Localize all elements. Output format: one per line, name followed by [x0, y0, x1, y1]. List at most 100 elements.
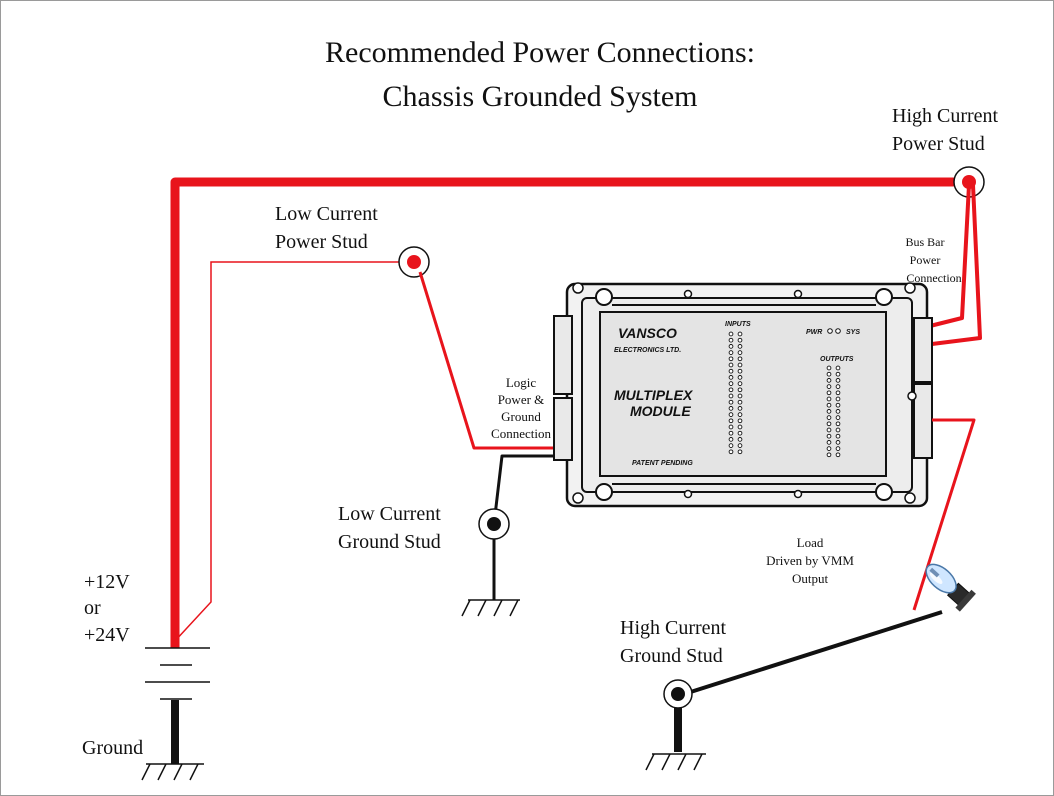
multiplex-module: VANSCO ELECTRONICS LTD. MULTIPLEX MODULE… — [553, 282, 933, 508]
low-current-ground-stud-label-2: Ground Stud — [338, 531, 441, 553]
input-pin — [728, 368, 734, 374]
input-pin — [728, 350, 734, 355]
input-pin — [728, 375, 734, 380]
input-pin — [737, 356, 743, 362]
output-pin — [835, 409, 841, 414]
bus-bar-wires — [929, 184, 982, 346]
load-ground-wire — [677, 610, 943, 698]
sys-led — [835, 328, 841, 334]
high-current-power-stud-label-2: Power Stud — [892, 133, 985, 155]
input-pin — [737, 337, 743, 343]
output-pin — [826, 396, 832, 402]
input-pin — [728, 449, 734, 455]
low-current-power-stud-label-1: Low Current — [275, 203, 378, 225]
battery-symbol — [145, 647, 210, 700]
input-pin — [737, 350, 743, 355]
battery-label-1: +12V — [84, 571, 130, 593]
battery-label-3: +24V — [84, 624, 130, 646]
logic-label-2: Power & — [498, 392, 545, 407]
output-pin — [835, 402, 841, 408]
input-pin — [737, 424, 743, 430]
input-pin-grid — [728, 331, 743, 455]
output-pin — [835, 365, 841, 371]
input-pin — [737, 406, 743, 411]
module-pwr-label: PWR — [806, 329, 822, 336]
output-pin — [826, 384, 832, 389]
low-current-ground-symbol — [461, 599, 520, 617]
input-pin — [728, 387, 734, 393]
module-brand: VANSCO — [618, 325, 677, 341]
high-current-ground-stud — [663, 679, 693, 752]
module-brand-sub: ELECTRONICS LTD. — [614, 347, 681, 354]
input-pin — [728, 418, 734, 424]
output-pin — [826, 402, 832, 408]
load-label-3: Output — [792, 571, 829, 586]
output-pin — [826, 365, 832, 371]
input-pin — [728, 381, 734, 386]
output-pin — [835, 421, 841, 427]
output-wire-to-load — [912, 418, 976, 611]
input-pin — [737, 375, 743, 380]
input-pin — [728, 424, 734, 430]
load-label-2: Driven by VMM — [766, 553, 854, 568]
input-pin — [728, 356, 734, 362]
input-pin — [737, 449, 743, 455]
input-pin — [737, 418, 743, 424]
output-pin — [826, 371, 832, 377]
module-inputs-label: INPUTS — [725, 321, 751, 328]
input-pin — [737, 331, 743, 337]
input-pin — [728, 437, 734, 442]
input-pin — [737, 430, 743, 436]
output-pin — [835, 415, 841, 420]
input-pin — [728, 393, 734, 399]
output-pin — [835, 378, 841, 383]
low-current-power-stud-label-2: Power Stud — [275, 231, 368, 253]
input-pin — [728, 399, 734, 405]
input-pin — [728, 406, 734, 411]
output-pin — [826, 440, 832, 445]
logic-label-3: Ground — [501, 409, 541, 424]
output-pin — [835, 384, 841, 389]
high-current-ground-stud-label-1: High Current — [620, 617, 727, 639]
output-pin — [835, 452, 841, 458]
low-current-power-wire — [173, 261, 414, 643]
input-pin — [728, 412, 734, 417]
output-pin — [826, 421, 832, 427]
input-pin — [737, 362, 743, 368]
output-pin — [826, 427, 832, 433]
output-pin — [835, 427, 841, 433]
lamp-bulb-icon — [925, 563, 976, 612]
input-pin — [737, 344, 743, 349]
input-pin — [728, 362, 734, 368]
high-current-ground-stud-label-2: Ground Stud — [620, 645, 723, 667]
logic-label-1: Logic — [506, 375, 537, 390]
high-current-ground-symbol — [645, 753, 706, 771]
output-pin — [835, 433, 841, 439]
input-pin — [737, 393, 743, 399]
input-pin — [737, 412, 743, 417]
input-pin — [737, 387, 743, 393]
input-pin — [728, 344, 734, 349]
title-line-2: Chassis Grounded System — [383, 80, 698, 113]
output-pin — [826, 378, 832, 383]
battery-ground-symbol — [141, 763, 204, 781]
bus-bar-label-1: Bus Bar — [906, 235, 945, 249]
load-label-1: Load — [797, 535, 824, 550]
ground-label: Ground — [82, 737, 143, 759]
module-name-1: MULTIPLEX — [614, 387, 694, 403]
output-pin — [835, 440, 841, 445]
output-pin-grid — [826, 365, 841, 458]
module-outputs-label: OUTPUTS — [820, 356, 854, 363]
bus-bar-label-3: Connection — [906, 271, 961, 285]
output-pin — [835, 396, 841, 402]
input-pin — [728, 430, 734, 436]
input-pin — [728, 443, 734, 448]
output-pin — [826, 409, 832, 414]
output-pin — [835, 390, 841, 396]
low-current-ground-stud — [478, 508, 510, 600]
input-pin — [728, 337, 734, 343]
logic-ground-wire — [492, 454, 566, 525]
module-sys-label: SYS — [846, 329, 860, 336]
output-pin — [826, 390, 832, 396]
